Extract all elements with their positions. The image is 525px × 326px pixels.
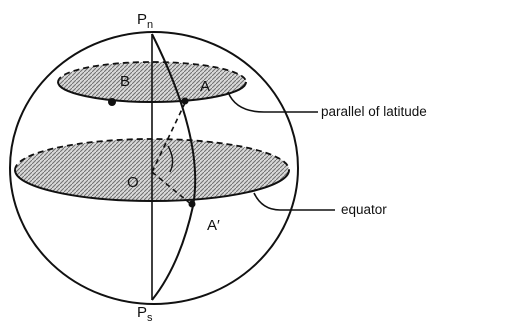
- point-b-label: B: [120, 73, 130, 90]
- sphere-outline: [9, 31, 299, 305]
- equator-label: equator: [341, 202, 387, 217]
- parallel-leader-line: [227, 91, 318, 113]
- equator-leader-line: [253, 192, 335, 211]
- latitude-angle-arc: [167, 145, 174, 173]
- parallel-of-latitude-label: parallel of latitude: [321, 104, 427, 119]
- center-o-label: O: [127, 174, 139, 191]
- point-a-prime-dot: [188, 200, 196, 208]
- point-a-label: A: [200, 78, 210, 95]
- point-a-prime-label: A′: [207, 217, 220, 234]
- radius-oa: [151, 102, 186, 173]
- point-b-dot: [108, 98, 116, 106]
- south-pole-label: Ps: [137, 304, 153, 324]
- north-pole-label: Pn: [137, 11, 153, 31]
- point-a-dot: [181, 97, 189, 105]
